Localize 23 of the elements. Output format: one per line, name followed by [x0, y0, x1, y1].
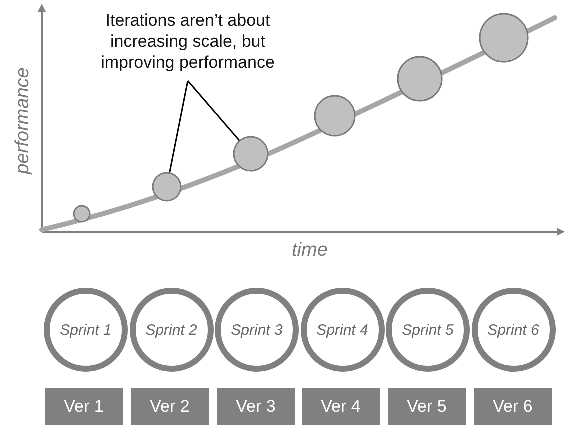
sprint-label: Sprint 3 [231, 322, 283, 338]
x-axis-label: time [292, 240, 328, 262]
version-box: Ver 6 [474, 388, 552, 425]
version-box: Ver 2 [131, 388, 209, 425]
milestone-circle [314, 95, 356, 137]
sprint-label: Sprint 6 [488, 322, 540, 338]
leader-line [168, 80, 189, 174]
sprint-label: Sprint 4 [316, 322, 368, 338]
leader-line [187, 80, 240, 142]
sprint-label: Sprint 2 [146, 322, 198, 338]
milestone-circle [397, 56, 443, 102]
milestone-circle [479, 13, 529, 63]
milestone-circle [233, 136, 269, 172]
version-box: Ver 4 [302, 388, 380, 425]
milestone-circle [152, 172, 182, 202]
sprint-label: Sprint 1 [60, 322, 112, 338]
version-box: Ver 3 [217, 388, 295, 425]
version-box: Ver 5 [388, 388, 466, 425]
version-box: Ver 1 [45, 388, 123, 425]
y-axis-label: performance [12, 68, 34, 174]
milestone-circle [73, 205, 91, 223]
sprint-label: Sprint 5 [402, 322, 454, 338]
callout-text: Iterations aren’t about increasing scale, but improving performance [98, 10, 278, 73]
